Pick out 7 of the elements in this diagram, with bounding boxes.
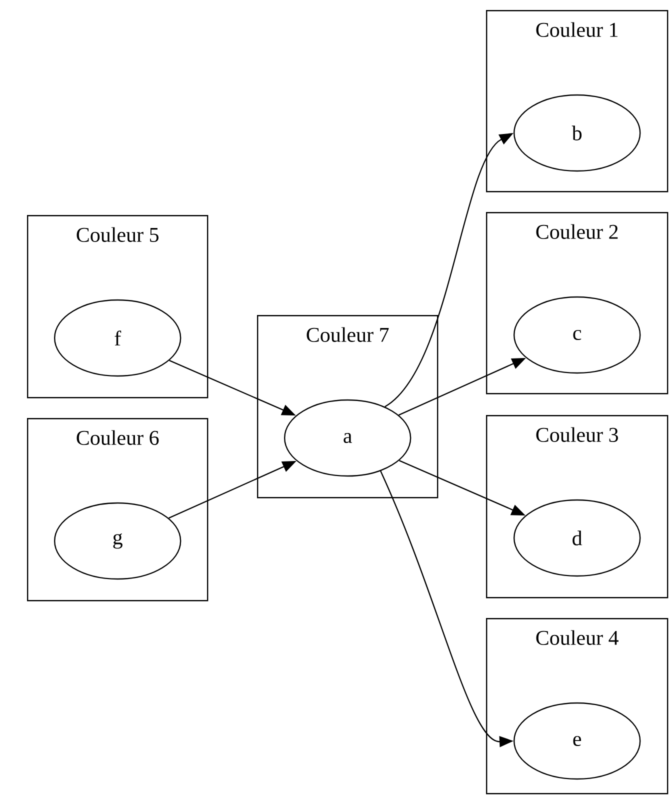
ellipse-node: g [54,502,182,580]
ellipse-node: a [284,399,412,477]
ellipse-node: d [514,499,641,577]
ellipse-node: f [54,299,182,377]
ellipse-node: c [514,296,641,374]
ellipse-node: e [514,702,641,780]
ellipse-node: b [514,94,641,172]
